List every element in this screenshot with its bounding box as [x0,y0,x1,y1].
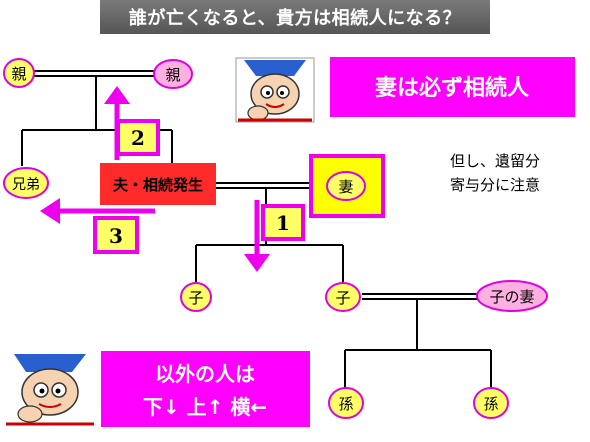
siblings-node: 兄弟 [3,167,49,199]
parent-right-node: 親 [153,59,193,89]
note-line-1: 但し、遺留分 [450,152,540,170]
step-3-label: 3 [109,224,123,248]
grandchild-left-node: 孫 [328,387,364,419]
parent-left-node: 親 [3,58,35,88]
parent-right-label: 親 [165,66,180,84]
child-left-node: 子 [180,282,212,312]
siblings-label: 兄弟 [12,177,40,193]
parent-left-label: 親 [11,65,26,83]
others-callout: 以外の人は 下↓ 上↑ 横← [99,349,312,429]
child-right-label: 子 [335,289,350,307]
child-spouse-node: 子の妻 [476,280,548,312]
step-1-box: 1 [261,204,305,241]
wife-label: 妻 [338,178,353,196]
others-callout-line1: 以外の人は [155,362,255,386]
left-arrow-head [40,198,60,224]
step-2-label: 2 [131,126,145,150]
grandchild-right-label: 孫 [483,395,498,413]
wife-node: 妻 [309,154,385,218]
down-arrow-head [244,254,270,272]
child-left-label: 子 [188,289,203,307]
child-right-node: 子 [325,282,361,312]
note-line-2: 寄与分に注意 [450,176,540,194]
step-2-box: 2 [116,119,160,156]
wife-callout: 妻は必ず相続人 [330,57,575,117]
cartoon-face-icon [235,57,315,123]
others-callout-line2: 下↓ 上↑ 横← [143,395,267,419]
step-1-label: 1 [276,211,290,235]
step-3-box: 3 [93,216,139,254]
up-arrow-head [104,86,130,104]
child-spouse-label: 子の妻 [489,288,534,306]
page-title: 誰が亡くなると、貴方は相続人になる？ [100,0,490,34]
grandchild-right-node: 孫 [473,387,509,419]
wife-callout-label: 妻は必ず相続人 [375,75,529,101]
cartoon-face-icon [6,354,94,426]
grandchild-left-label: 孫 [338,395,353,413]
deceased-node: 夫・相続発生 [100,163,216,205]
deceased-label: 夫・相続発生 [113,176,203,194]
